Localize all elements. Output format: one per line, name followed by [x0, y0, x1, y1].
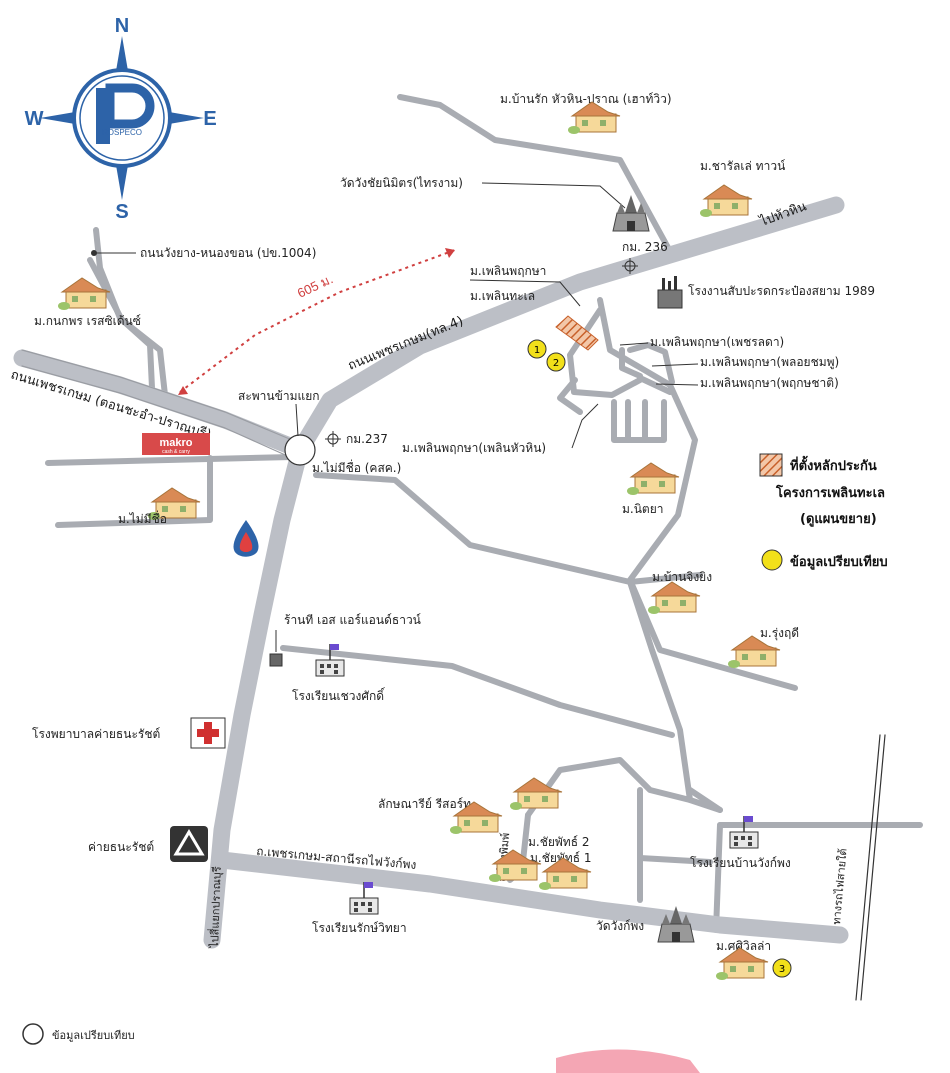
logo-text: ROSPECO: [102, 128, 142, 137]
label-school-a: โรงเรียนเชวงศักดิ์: [292, 687, 386, 703]
svg-text:cash & carry: cash & carry: [162, 449, 190, 455]
label-nitaya: ม.นิตยา: [622, 502, 664, 516]
label-chai-1: ม.ชัยพัทธ์ 1: [530, 851, 592, 865]
footer-compare-label: ข้อมูลเปรียบเทียบ: [52, 1029, 135, 1042]
label-ploen-talay: ม.เพลินทะเล: [470, 289, 535, 303]
footer-legend: ข้อมูลเปรียบเทียบ: [22, 1023, 135, 1045]
label-bridge: สะพานข้ามแยก: [238, 389, 320, 403]
compass-logo: ROSPECO N S E W: [25, 15, 217, 223]
legend-project-line1: ที่ตั้งหลักประกัน: [790, 455, 877, 474]
label-school-b: โรงเรียนบ้านวังก์พง: [690, 856, 791, 870]
label-ploen-huahin: ม.เพลินพฤกษา(เพลินหัวหิน): [402, 441, 546, 455]
label-ploen-phuang: ม.เพลินพฤกษา(พลอยชมพู): [700, 355, 839, 370]
label-school-c: โรงเรียนรักษ์วิทยา: [312, 921, 407, 935]
svg-text:3: 3: [779, 964, 785, 975]
label-kanokporn: ม.กนกพร เรสซิเด้นซ์: [34, 314, 141, 328]
label-wat-wangphong: วัดวังก์พง: [596, 919, 644, 933]
makro-logo: makro cash & carry: [142, 433, 210, 455]
compass-west: W: [25, 108, 44, 130]
label-ploen-phruek: ม.เพลินพฤกษา(พฤกษชาติ): [700, 376, 839, 390]
legend-project-line2: โครงการเพลินทะเล: [775, 484, 885, 501]
shop-icon: [269, 653, 283, 667]
label-ploen-a: ม.เพลินพฤกษา: [470, 264, 546, 278]
compare-marker-2: 2: [546, 352, 566, 372]
house-icon: [647, 581, 701, 615]
interchange-circle: [284, 434, 316, 466]
label-rong-ya-road: ถนนวังยาง-หนองขอน (ปข.1004): [140, 246, 316, 260]
compare-marker-3: 3: [772, 958, 792, 978]
legend-compare: ข้อมูลเปรียบเทียบ: [790, 554, 888, 570]
label-km237: กม.237: [346, 432, 388, 446]
label-wat-sangkha: วัดวังชัยนิมิตร(ไทรงาม): [340, 176, 463, 190]
project-site-hatch: [555, 315, 599, 351]
svg-text:makro: makro: [159, 437, 192, 449]
label-laksana: ลักษณารีย์ รีสอร์ท: [378, 797, 471, 811]
km236-marker: [622, 258, 638, 274]
footer-compare-swatch: [22, 1023, 44, 1045]
km237-marker: [325, 431, 341, 447]
distance-label: 605 ม.: [295, 271, 335, 300]
road-labels: ถนนเพชรเกษม(ทล.4) ถนนเพชรเกษม (ตอนชะอำ-ป…: [9, 198, 850, 949]
legend-project-line3: (ดูแผนขยาย): [800, 512, 877, 527]
label-chai-2: ม.ชัยพัทธ์ 2: [528, 835, 590, 849]
label-baan-jing-ying: ม.บ้านจิงยิง: [652, 570, 712, 584]
stamp-corner: [556, 1049, 700, 1073]
house-icon: [727, 635, 781, 669]
label-baan-rak: ม.บ้านรัก หัวหิน-ปราณ (เฮาท์วิว): [500, 92, 672, 106]
legend-compare-swatch: [761, 549, 783, 571]
label-canning-factory: โรงงานสับปะรดกระป๋องสยาม 1989: [688, 284, 875, 298]
compass-north: N: [115, 15, 129, 37]
label-charale: ม.ชารัลเล่ ทาวน์: [700, 159, 785, 173]
legend: ที่ตั้งหลักประกัน โครงการเพลินทะเล (ดูแผ…: [759, 453, 888, 571]
label-hospital: โรงพยาบาลค่ายธนะรัชต์: [32, 727, 160, 741]
compare-marker-1: 1: [527, 339, 547, 359]
ptt-station-icon: [233, 520, 259, 557]
distance-arrow: 605 ม.: [178, 248, 456, 395]
label-shop: ร้านที เอส แอร์แอนด์ธาวน์: [284, 613, 421, 627]
label-ploen-phet: ม.เพลินพฤกษา(เพชรลดา): [650, 335, 784, 349]
label-to-pranburi: ไปสี่แยกปราณบุรี: [206, 866, 224, 949]
label-mai-mi-sue-kor: ม.ไม่มีชื่อ (คสค.): [312, 459, 401, 475]
house-icon: [567, 101, 621, 135]
label-sirivilla: ม.ศศิวิลล่า: [716, 939, 771, 953]
label-camp: ค่ายธนะรัชต์: [88, 840, 154, 854]
label-rung-udom: ม.รุ่งฤดี: [760, 626, 799, 641]
places: ม.บ้านรัก หัวหิน-ปราณ (เฮาท์วิว) ม.ชารัล…: [32, 92, 875, 981]
camp-icon: [170, 826, 208, 862]
factory-icon: [657, 276, 683, 309]
house-icon: [699, 184, 753, 218]
compass-south: S: [115, 201, 128, 223]
svg-text:1: 1: [534, 345, 540, 356]
label-km236: กม. 236: [622, 240, 668, 254]
school-icon: [315, 643, 345, 677]
hospital-icon: [190, 717, 226, 749]
house-icon: [626, 462, 680, 496]
svg-text:2: 2: [553, 358, 559, 369]
school-icon: [729, 815, 759, 849]
label-railway: ทางรถไฟสายใต้: [830, 848, 850, 925]
legend-project-swatch: [759, 453, 783, 477]
compass-east: E: [203, 108, 216, 130]
school-icon: [349, 881, 379, 915]
label-mai-mi-sue: ม.ไม่มีชื่อ: [118, 510, 167, 526]
